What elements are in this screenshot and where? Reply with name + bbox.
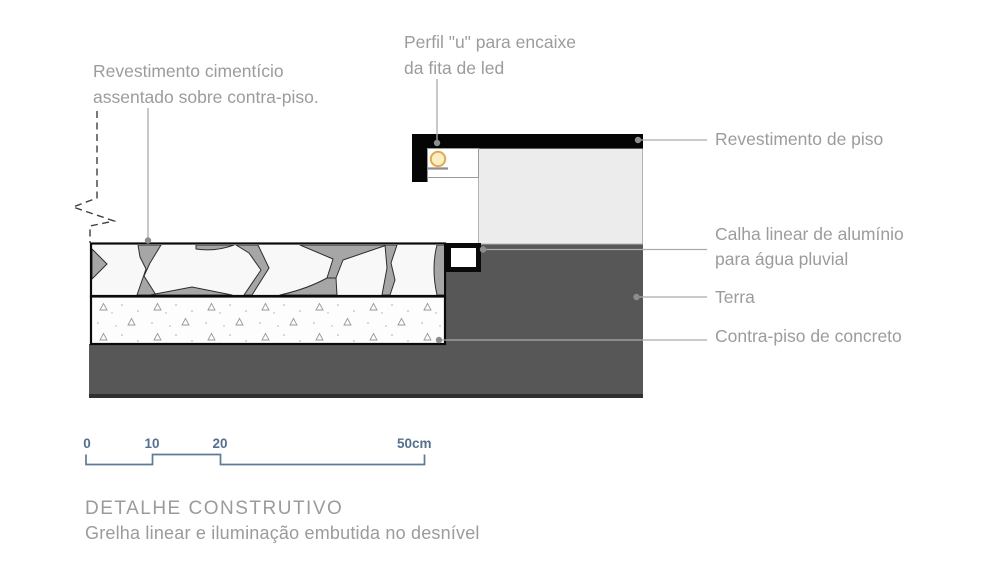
scale-bar — [85, 453, 426, 466]
scale-label-10: 10 — [144, 436, 160, 451]
stone-layer — [89, 242, 447, 298]
scale-label-0: 0 — [83, 436, 91, 451]
annotation-soil: Terra — [715, 287, 755, 307]
concrete-layer — [89, 295, 447, 346]
annotation-led-profile: Perfil "u" para encaixe da fita de led — [404, 32, 576, 78]
break-line — [70, 111, 117, 243]
floor-finish-black-profile — [412, 134, 643, 182]
scale-label-50cm: 50cm — [397, 436, 432, 451]
led-strip-icon — [429, 150, 447, 168]
leader-lines — [147, 79, 707, 341]
terra-region — [89, 244, 643, 398]
led-recess — [427, 148, 479, 178]
drawing-subtitle: Grelha linear e iluminação embutida no d… — [85, 523, 480, 543]
annotation-floor-finish: Revestimento de piso — [715, 129, 884, 149]
annotation-cement-coating: Revestimento cimentício assentado sobre … — [93, 61, 319, 107]
drawing-title: DETALHE CONSTRUTIVO — [85, 498, 344, 519]
annotation-gutter: Calha linear de alumínio para água pluvi… — [715, 224, 904, 269]
leader-dots — [144, 136, 642, 344]
annotation-subfloor: Contra-piso de concreto — [715, 326, 902, 346]
gutter-channel — [446, 243, 481, 272]
upper-subfloor-block — [478, 148, 643, 245]
scale-label-20: 20 — [212, 436, 228, 451]
